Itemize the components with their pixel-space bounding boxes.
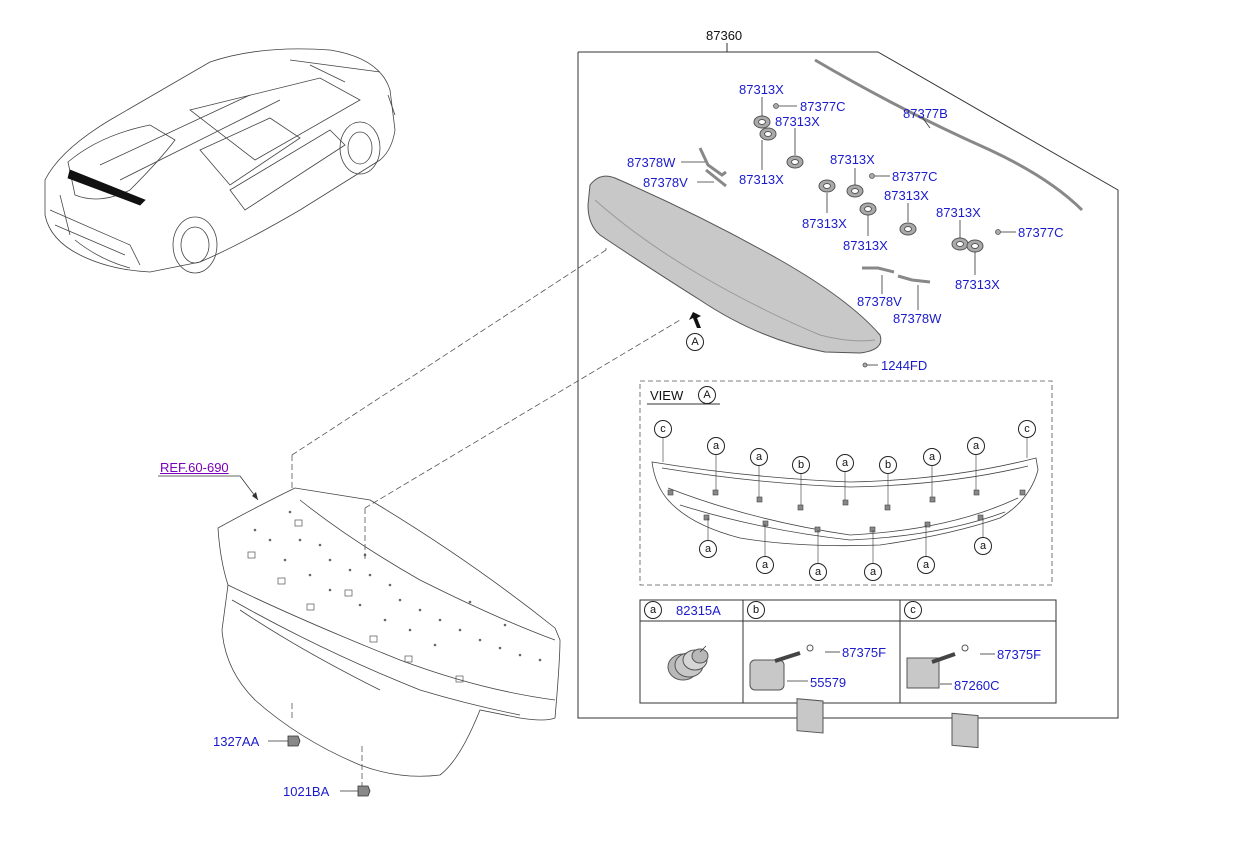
callout-b: b: [879, 456, 897, 474]
callout-a: a: [967, 437, 985, 455]
part-1327AA[interactable]: 1327AA: [213, 734, 260, 749]
clip-82315A: [667, 645, 709, 681]
view-a-frame: [639, 380, 1053, 586]
spoiler-underside: [651, 457, 1039, 547]
assembly-number-label[interactable]: 87360: [706, 28, 743, 43]
part-87378V[interactable]: 87378V: [857, 294, 902, 309]
part-1244FD[interactable]: 1244FD: [881, 358, 928, 373]
callout-a: a: [699, 540, 717, 558]
legend-table: [639, 599, 1057, 704]
legend-part-87375F[interactable]: 87375F: [997, 647, 1042, 662]
clip-marks: [667, 489, 1026, 533]
part-87313X[interactable]: 87313X: [830, 152, 875, 167]
car-illustration: [44, 48, 396, 274]
assembly-boundary: [577, 51, 1119, 719]
part-87377C[interactable]: 87377C: [800, 99, 846, 114]
legend-key-b: b: [747, 601, 765, 619]
legend-part-55579[interactable]: 55579: [810, 675, 847, 690]
part-87377C[interactable]: 87377C: [1018, 225, 1064, 240]
part-87313X[interactable]: 87313X: [843, 238, 888, 253]
callout-a: a: [809, 563, 827, 581]
callout-a: a: [974, 537, 992, 555]
part-87377B[interactable]: 87377B: [903, 106, 948, 121]
part-87313X[interactable]: 87313X: [936, 205, 981, 220]
parts-b: [749, 644, 840, 734]
part-87313X[interactable]: 87313X: [739, 82, 784, 97]
strip-87377B: [814, 58, 1084, 212]
part-87313X[interactable]: 87313X: [955, 277, 1000, 292]
part-87313X[interactable]: 87313X: [802, 216, 847, 231]
parts-c: [906, 644, 995, 749]
legend-part-87375F[interactable]: 87375F: [842, 645, 887, 660]
legend-part-82315A[interactable]: 82315A: [676, 603, 721, 618]
projection-lines: [291, 248, 681, 788]
ref-label[interactable]: REF.60-690: [160, 460, 229, 475]
callout-c: c: [654, 420, 672, 438]
callout-c: c: [1018, 420, 1036, 438]
part-87313X[interactable]: 87313X: [775, 114, 820, 129]
callout-b: b: [792, 456, 810, 474]
callout-a: a: [750, 448, 768, 466]
grommets: [753, 115, 984, 253]
callout-a: a: [707, 437, 725, 455]
part-1021BA[interactable]: 1021BA: [283, 784, 330, 799]
trunk-lid: [217, 487, 561, 777]
part-87378W[interactable]: 87378W: [893, 311, 942, 326]
view-title: VIEW: [650, 388, 684, 403]
part-87377C[interactable]: 87377C: [892, 169, 938, 184]
part-87378W[interactable]: 87378W: [627, 155, 676, 170]
callout-a: a: [756, 556, 774, 574]
spoiler-main: [587, 175, 882, 354]
view-title-ref: A: [698, 386, 716, 404]
callout-a: a: [864, 563, 882, 581]
legend-part-87260C[interactable]: 87260C: [954, 678, 1000, 693]
part-87378V[interactable]: 87378V: [643, 175, 688, 190]
legend-key-c: c: [904, 601, 922, 619]
view-ref-marker: A: [686, 333, 704, 351]
legend-key-a: a: [644, 601, 662, 619]
part-87313X[interactable]: 87313X: [739, 172, 784, 187]
callout-a: a: [836, 454, 854, 472]
callout-a: a: [917, 556, 935, 574]
part-87313X[interactable]: 87313X: [884, 188, 929, 203]
callout-a: a: [923, 448, 941, 466]
